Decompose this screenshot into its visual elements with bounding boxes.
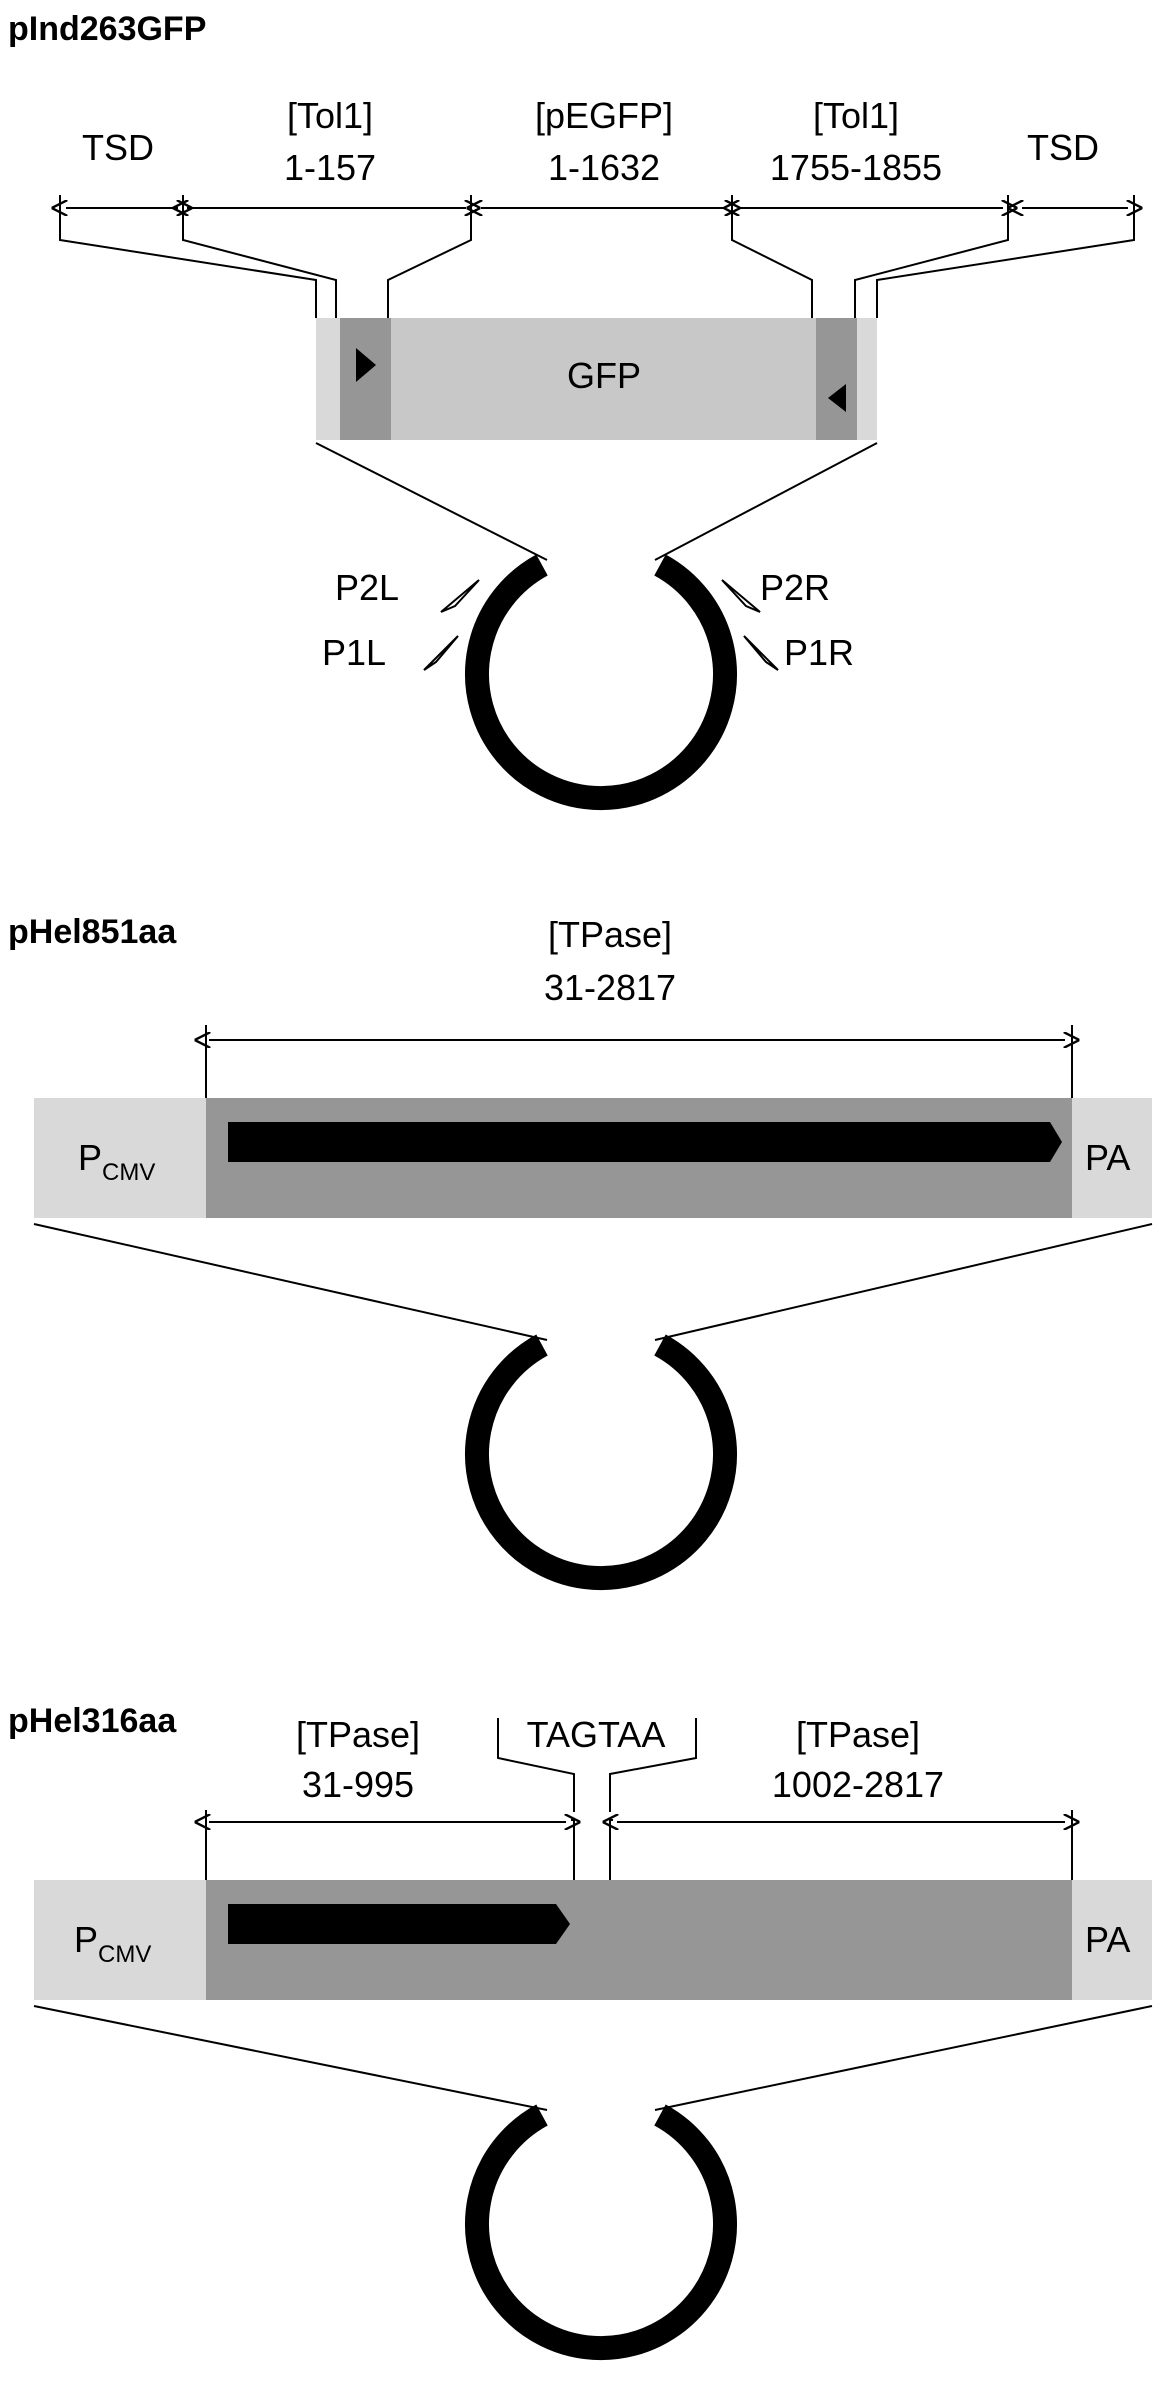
panel3-funnel-lines (33, 2005, 1153, 2111)
tol1-left-end-block (340, 318, 391, 440)
tir-left-arrow-icon (356, 348, 376, 382)
tpase-label: [TPase] (548, 914, 672, 955)
panel2-title: pHel851aa (8, 913, 177, 951)
pcmv-label: PCMV (78, 1137, 155, 1186)
tir-right-arrow-icon (828, 384, 846, 412)
gfp-label: GFP (567, 355, 641, 396)
pcmv-sub: CMV (102, 1159, 155, 1186)
gfp-region (391, 318, 816, 440)
panel1-funnel-lines (315, 442, 878, 561)
stop-codon-label: TAGTAA (527, 1714, 666, 1755)
primer-p1l-icon (423, 635, 459, 671)
stop-bracket-left (497, 1718, 575, 1812)
tpase-right-range: 1002-2817 (772, 1764, 944, 1805)
tpase-left-range: 31-995 (302, 1764, 414, 1805)
tol1-left-label: [Tol1] (287, 95, 373, 136)
panel1-title: pInd263GFP (8, 10, 206, 48)
truncated-orf-arrow-icon (228, 1904, 570, 1944)
p1l-label: P1L (322, 632, 386, 673)
tsd-right-label: TSD (1027, 127, 1099, 168)
tol1-right-end-block (816, 318, 857, 440)
pa-label: PA (1085, 1137, 1130, 1178)
panel3-pcmv-main: P (74, 1919, 98, 1960)
pegfp-range: 1-1632 (548, 147, 660, 188)
tol1-right-range: 1755-1855 (770, 147, 942, 188)
pcmv-main: P (78, 1137, 102, 1178)
panel3-title: pHel316aa (8, 1702, 177, 1740)
pegfp-label: [pEGFP] (535, 95, 673, 136)
tpase-range: 31-2817 (544, 967, 676, 1008)
tpase-right-label: [TPase] (796, 1714, 920, 1755)
panel3-pcmv-label: PCMV (74, 1919, 151, 1968)
tsd-left-label: TSD (82, 127, 154, 168)
primer-p2r-icon (721, 579, 761, 613)
primer-p1r-icon (743, 635, 779, 671)
p1r-label: P1R (784, 632, 854, 673)
plasmid-ring (465, 554, 737, 810)
panel-pind263gfp: pInd263GFP TSD [Tol1] 1-157 [pEGFP] 1-16… (8, 10, 1135, 810)
panel2-dimension (206, 1025, 1072, 1098)
p2l-label: P2L (335, 567, 399, 608)
panel3-dimension (206, 1718, 1072, 1880)
panel1-bracket-lines (59, 195, 1135, 318)
tpase-orf-arrow-icon (228, 1122, 1062, 1162)
panel3-pa-label: PA (1085, 1919, 1130, 1960)
panel3-plasmid-ring (465, 2104, 737, 2360)
p2r-label: P2R (760, 567, 830, 608)
panel2-plasmid-ring (465, 1334, 737, 1590)
tol1-right-label: [Tol1] (813, 95, 899, 136)
tol1-left-range: 1-157 (284, 147, 376, 188)
stop-bracket-right (609, 1718, 697, 1812)
primer-p2l-icon (440, 579, 480, 613)
panel-phel316aa: pHel316aa [TPase] 31-995 TAGTAA [TPase] … (8, 1702, 1153, 2360)
tpase-left-label: [TPase] (296, 1714, 420, 1755)
panel-phel851aa: pHel851aa [TPase] 31-2817 PCMV PA (8, 913, 1153, 1590)
panel2-funnel-lines (33, 1223, 1153, 1341)
panel3-pcmv-sub: CMV (98, 1941, 151, 1968)
